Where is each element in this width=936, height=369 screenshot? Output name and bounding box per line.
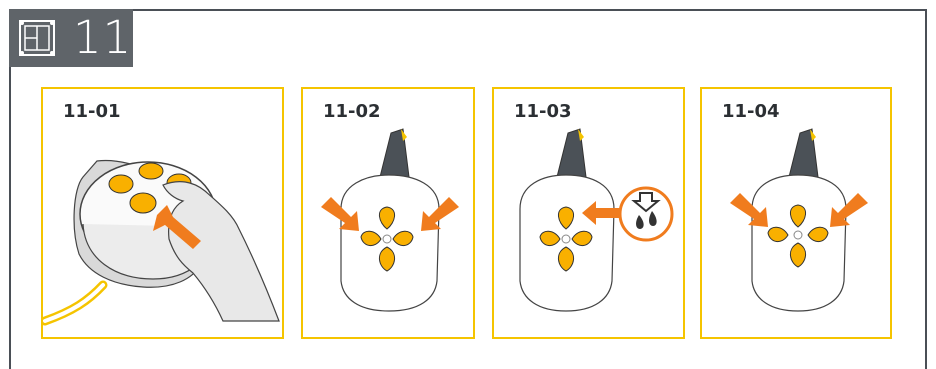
panel-11-04: 11-04 (700, 87, 892, 339)
power-icon (379, 246, 395, 272)
letdown-icon (618, 186, 674, 242)
panel-11-02: 11-02 (301, 87, 475, 339)
arrow-icon (321, 197, 359, 231)
drops-icon (636, 215, 644, 229)
minus-icon (767, 226, 789, 242)
arrow-icon (582, 201, 620, 225)
device-minus-plus-illustration (730, 128, 868, 312)
power-icon (790, 242, 806, 268)
panel-11-03: 11-03 (492, 87, 685, 339)
arrow-icon (830, 193, 868, 227)
panel-label: 11-02 (323, 101, 381, 122)
power-icon (129, 192, 157, 214)
device-letdown-illustration (519, 128, 674, 312)
device-minus-plus-illustration (321, 128, 459, 312)
step-grid-icon (19, 20, 55, 56)
hand-pressing-power-illustration (43, 159, 280, 326)
arrow-icon (730, 193, 768, 227)
step-number: 11 (73, 11, 133, 64)
arrow-icon (421, 197, 459, 231)
minus-icon (360, 230, 382, 246)
step-header: 11 (9, 9, 133, 67)
panel-label: 11-04 (722, 101, 780, 122)
panel-label: 11-01 (63, 101, 121, 122)
arrow-icon (153, 205, 201, 249)
plus-icon (807, 226, 829, 242)
panel-11-01: 11-01 (41, 87, 284, 339)
panel-label: 11-03 (514, 101, 572, 122)
power-icon (558, 246, 574, 272)
plus-icon (392, 230, 414, 246)
minus-icon (539, 230, 561, 246)
page-frame (9, 9, 927, 369)
plus-icon (571, 230, 593, 246)
